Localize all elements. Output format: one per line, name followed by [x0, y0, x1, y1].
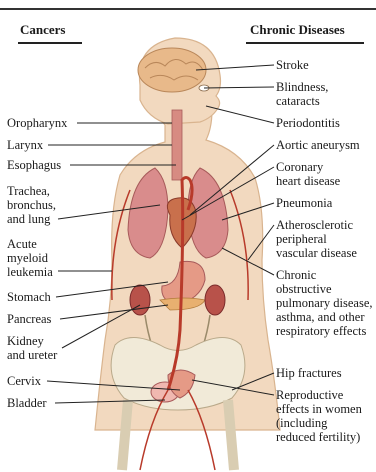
label-coronary-heart-disease: Coronary heart disease	[276, 160, 340, 188]
right-kidney	[205, 285, 225, 315]
label-stroke: Stroke	[276, 58, 309, 72]
label-pneumonia: Pneumonia	[276, 196, 332, 210]
label-bladder: Bladder	[7, 396, 47, 410]
label-periodontitis: Periodontitis	[276, 116, 340, 130]
label-pancreas: Pancreas	[7, 312, 51, 326]
leader-periodontitis	[206, 106, 274, 123]
label-larynx: Larynx	[7, 138, 43, 152]
label-acute-myeloid-leukemia: Acute myeloid leukemia	[7, 237, 53, 279]
label-aortic-aneurysm: Aortic aneurysm	[276, 138, 360, 152]
label-cervix: Cervix	[7, 374, 41, 388]
label-oropharynx: Oropharynx	[7, 116, 67, 130]
label-stomach: Stomach	[7, 290, 51, 304]
trachea	[172, 110, 182, 180]
label-atherosclerotic-pvd: Atherosclerotic peripheral vascular dise…	[276, 218, 357, 260]
label-copd: Chronic obstructive pulmonary disease, a…	[276, 268, 373, 338]
label-blindness-cataracts: Blindness, cataracts	[276, 80, 328, 108]
label-esophagus: Esophagus	[7, 158, 61, 172]
label-trachea-bronchus-lung: Trachea, bronchus, and lung	[7, 184, 56, 226]
label-reproductive-effects: Reproductive effects in women (including…	[276, 388, 362, 444]
left-kidney	[130, 285, 150, 315]
label-hip-fractures: Hip fractures	[276, 366, 342, 380]
brain	[138, 48, 206, 92]
label-kidney-ureter: Kidney and ureter	[7, 334, 57, 362]
